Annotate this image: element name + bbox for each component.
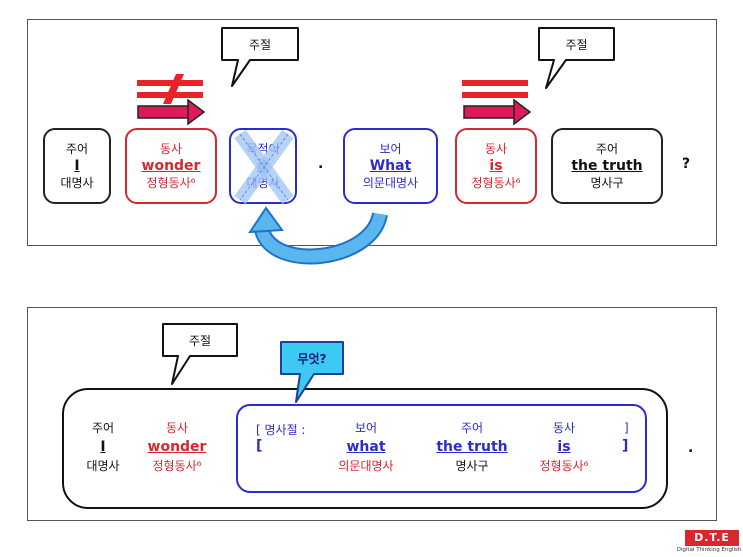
bubble-left-label: 주절 — [248, 38, 272, 52]
period-1: . — [318, 156, 324, 172]
object-role: 목적어 — [246, 141, 280, 156]
object-type: 대명사 — [246, 175, 280, 190]
verb-word: wonder — [141, 157, 201, 174]
verb-type: 정형동사⁶ — [146, 175, 196, 190]
verb2-box: 동사 is 정형동사⁶ — [455, 128, 537, 204]
subject-box: 주어 I 대명사 — [43, 128, 111, 204]
dte-logo: D.T.E — [685, 530, 739, 546]
bottom-verb-type: 정형동사⁶ — [152, 459, 202, 473]
subject-role: 주어 — [65, 141, 89, 156]
bubble-main-label: 주절 — [188, 334, 212, 348]
bottom-subject-role: 주어 — [91, 421, 115, 435]
bottom-subject-word: I — [100, 439, 106, 455]
subject2-box: 주어 the truth 명사구 — [551, 128, 663, 204]
inner-complement: 보어 what 의문대명사 — [324, 419, 408, 476]
complement-type: 의문대명사 — [362, 175, 419, 190]
inner-subject-type: 명사구 — [455, 459, 489, 473]
subject2-role: 주어 — [595, 141, 619, 156]
bottom-verb-word: wonder — [147, 439, 207, 455]
clause-label: [ 명사절 : — [256, 423, 306, 437]
question-mark: ? — [682, 156, 691, 172]
inner-complement-type: 의문대명사 — [338, 459, 394, 473]
object-box: 목적어 it 대명사 — [229, 128, 297, 204]
verb2-type: 정형동사⁶ — [471, 175, 521, 190]
noun-clause-box — [236, 404, 647, 493]
subject-type: 대명사 — [60, 175, 94, 190]
subject2-word: the truth — [571, 157, 643, 174]
verb2-role: 동사 — [484, 141, 508, 156]
subject-word: I — [74, 157, 80, 174]
bottom-panel — [27, 307, 717, 521]
clause-close-bracket: ] — [622, 438, 629, 454]
inner-verb-type: 정형동사⁶ — [539, 459, 589, 473]
complement-role: 보어 — [379, 141, 402, 156]
clause-close-top: ] — [624, 421, 629, 435]
bottom-subject-type: 대명사 — [86, 459, 120, 473]
verb-box: 동사 wonder 정형동사⁶ — [125, 128, 217, 204]
inner-subject-role: 주어 — [460, 421, 484, 435]
verb-role: 동사 — [159, 141, 183, 156]
bottom-verb-role: 동사 — [165, 421, 189, 435]
verb2-word: is — [489, 157, 503, 174]
clause-open-bracket: [ — [256, 438, 263, 454]
inner-complement-word: what — [346, 439, 386, 455]
inner-verb: 동사 is 정형동사⁶ — [528, 419, 600, 476]
inner-subject: 주어 the truth 명사구 — [433, 419, 511, 476]
inner-verb-role: 동사 — [552, 421, 576, 435]
complement-word: What — [369, 157, 412, 174]
complement-box: 보어 What 의문대명사 — [343, 128, 438, 204]
period-2: . — [688, 440, 694, 456]
object-word: it — [257, 157, 269, 174]
dte-logo-subtitle: Digital Thinking English — [676, 547, 742, 553]
inner-complement-role: 보어 — [354, 421, 378, 435]
subject2-type: 명사구 — [590, 175, 624, 190]
bottom-verb: 동사 wonder 정형동사⁶ — [141, 419, 213, 476]
inner-verb-word: is — [557, 439, 571, 455]
bubble-right-label: 주절 — [565, 38, 588, 52]
bubble-clause-label: 무엇? — [297, 352, 327, 366]
inner-subject-word: the truth — [436, 439, 508, 455]
bottom-subject: 주어 I 대명사 — [80, 419, 126, 476]
sentence-box — [62, 388, 668, 509]
